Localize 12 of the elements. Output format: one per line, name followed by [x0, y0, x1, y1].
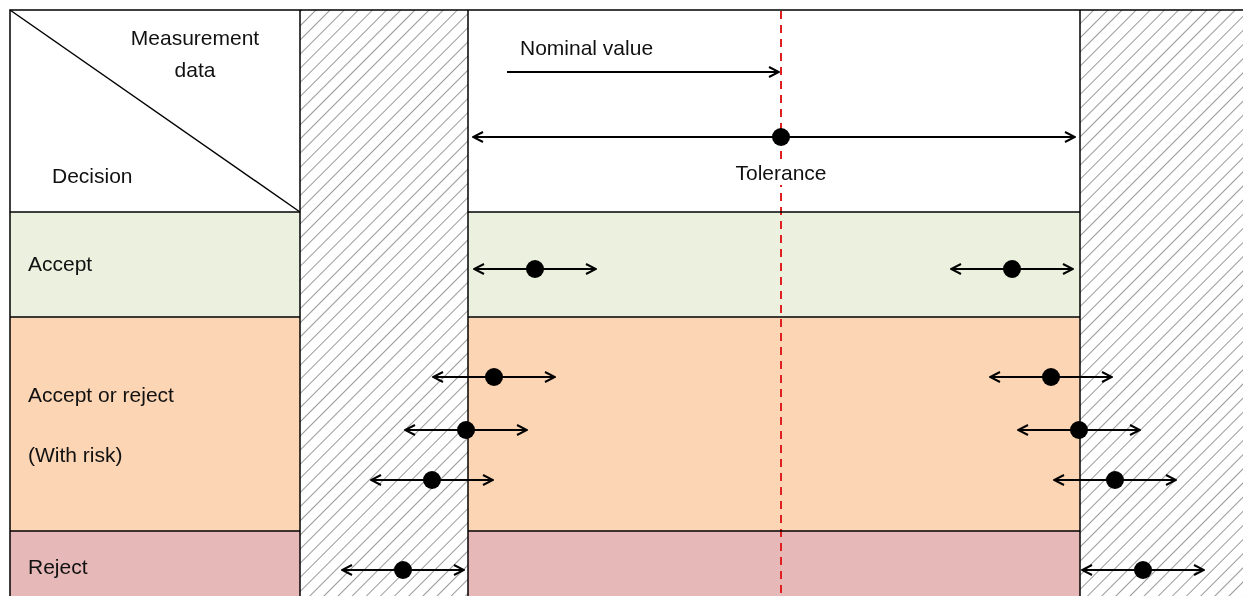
row-header-cell: [10, 212, 300, 317]
row-label: Accept or reject: [28, 382, 175, 408]
row-header-cell: [10, 317, 300, 531]
arrow: [506, 66, 780, 78]
row-label: Accept: [28, 251, 94, 277]
annotation-text: Nominal value: [520, 35, 655, 61]
row-label: (With risk): [28, 442, 124, 468]
column-header-text: Measurement data: [129, 25, 261, 83]
nominal-value-line: [780, 10, 782, 595]
row-label: Reject: [28, 554, 89, 580]
row-header-text: Decision: [52, 163, 134, 189]
row-header-cell: [10, 531, 300, 596]
